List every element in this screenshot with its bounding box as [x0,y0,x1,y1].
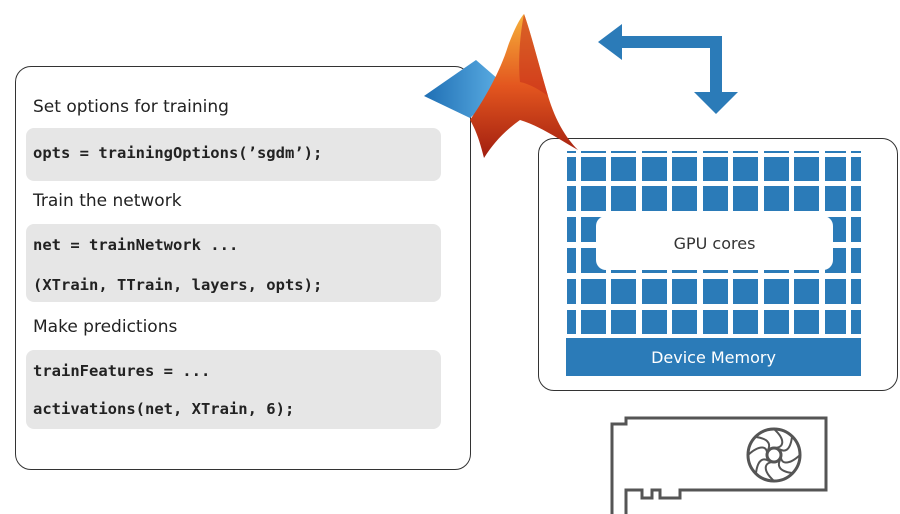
gpu-core-cell [825,186,846,211]
gpu-core-cell [611,151,636,153]
gpu-core-cell [851,248,861,273]
code-line: opts = trainingOptions(’sgdm’); [33,144,323,162]
gpu-core-cell [672,186,697,211]
gpu-core-cell [567,186,576,211]
gpu-core-cell [567,310,576,334]
code-block-training-options: opts = trainingOptions(’sgdm’); [26,128,441,181]
gpu-core-cell [794,186,819,211]
gpu-core-cell [764,310,789,334]
gpu-cores-label: GPU cores [596,216,833,270]
gpu-core-cell [733,186,758,211]
code-line: (XTrain, TTrain, layers, opts); [33,276,323,294]
matlab-logo-icon [424,14,578,158]
gpu-core-cell [611,310,636,334]
step-label-training-options: Set options for training [33,97,229,117]
gpu-core-cell [581,157,606,181]
gpu-core-cell [672,279,697,304]
code-line: trainFeatures = ... [33,362,211,380]
gpu-core-cell [581,279,606,304]
gpu-core-cell [567,217,576,242]
gpu-core-cell [851,151,861,153]
code-block-predictions: trainFeatures = ... activations(net, XTr… [26,350,441,429]
gpu-core-cell [851,186,861,211]
gpu-core-cell [764,186,789,211]
gpu-core-cell [567,248,576,273]
gpu-core-cell [851,279,861,304]
gpu-core-cell [825,279,846,304]
gpu-core-cell [825,151,846,153]
gpu-core-cell [851,217,861,242]
gpu-core-cell [642,151,667,153]
gpu-core-cell [567,151,576,153]
gpu-core-cell [672,157,697,181]
gpu-core-cell [642,157,667,181]
gpu-core-cell [567,279,576,304]
gpu-core-cell [567,157,576,181]
gpu-core-cell [733,279,758,304]
bidirectional-arrow-icon [598,24,738,114]
gpu-core-cell [703,279,728,304]
gpu-core-cell [703,151,728,153]
gpu-core-cell [733,157,758,181]
gpu-core-cell [794,279,819,304]
gpu-core-cell [825,157,846,181]
gpu-core-cell [703,186,728,211]
gpu-core-cell [611,157,636,181]
gpu-core-cell [672,310,697,334]
gpu-core-cell [825,310,846,334]
code-line: net = trainNetwork ... [33,236,239,254]
code-line: activations(net, XTrain, 6); [33,400,295,418]
gpu-core-cell [794,310,819,334]
gpu-core-cell [703,310,728,334]
device-memory-bar: Device Memory [566,338,861,376]
gpu-core-cell [733,151,758,153]
step-label-predictions: Make predictions [33,317,178,337]
code-block-train-network: net = trainNetwork ... (XTrain, TTrain, … [26,224,441,302]
gpu-core-cell [764,279,789,304]
gpu-core-cell [642,186,667,211]
gpu-core-cell [611,186,636,211]
gpu-core-cell [764,151,789,153]
gpu-core-cell [794,157,819,181]
graphics-card-icon [610,416,828,514]
gpu-core-cell [764,157,789,181]
gpu-core-cell [581,310,606,334]
gpu-core-cell [794,151,819,153]
step-label-train-network: Train the network [33,191,182,211]
gpu-core-cell [611,279,636,304]
gpu-core-cell [672,151,697,153]
gpu-core-cell [642,279,667,304]
gpu-core-cell [703,157,728,181]
gpu-core-cell [733,310,758,334]
gpu-core-cell [851,310,861,334]
gpu-core-cell [851,157,861,181]
gpu-core-cell [581,186,606,211]
gpu-core-cell [642,310,667,334]
gpu-core-cell [581,151,606,153]
